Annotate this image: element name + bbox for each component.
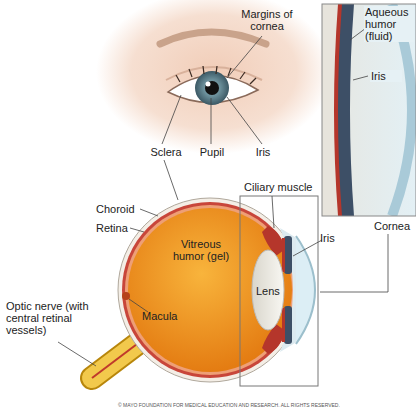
part-label: Aqueous humor (fluid)	[364, 6, 414, 42]
part-label: Pupil	[194, 146, 230, 158]
part-label: Sclera	[146, 146, 186, 158]
part-label: Macula	[142, 310, 192, 322]
part-label: Margins of cornea	[232, 8, 302, 32]
part-label: Lens	[256, 285, 284, 297]
copyright-note: © MAYO FOUNDATION FOR MEDICAL EDUCATION …	[118, 402, 414, 408]
part-label: Iris	[320, 232, 346, 244]
part-label: Iris	[370, 70, 402, 82]
part-label: Choroid	[96, 203, 146, 215]
part-label: Optic nerve (with central retinal vessel…	[6, 300, 98, 336]
part-label: Cornea	[370, 220, 414, 232]
part-label: Iris	[248, 146, 278, 158]
part-label: Ciliary muscle	[244, 181, 324, 193]
part-label: Retina	[96, 222, 136, 234]
part-label: Vitreous humor (gel)	[164, 238, 238, 262]
